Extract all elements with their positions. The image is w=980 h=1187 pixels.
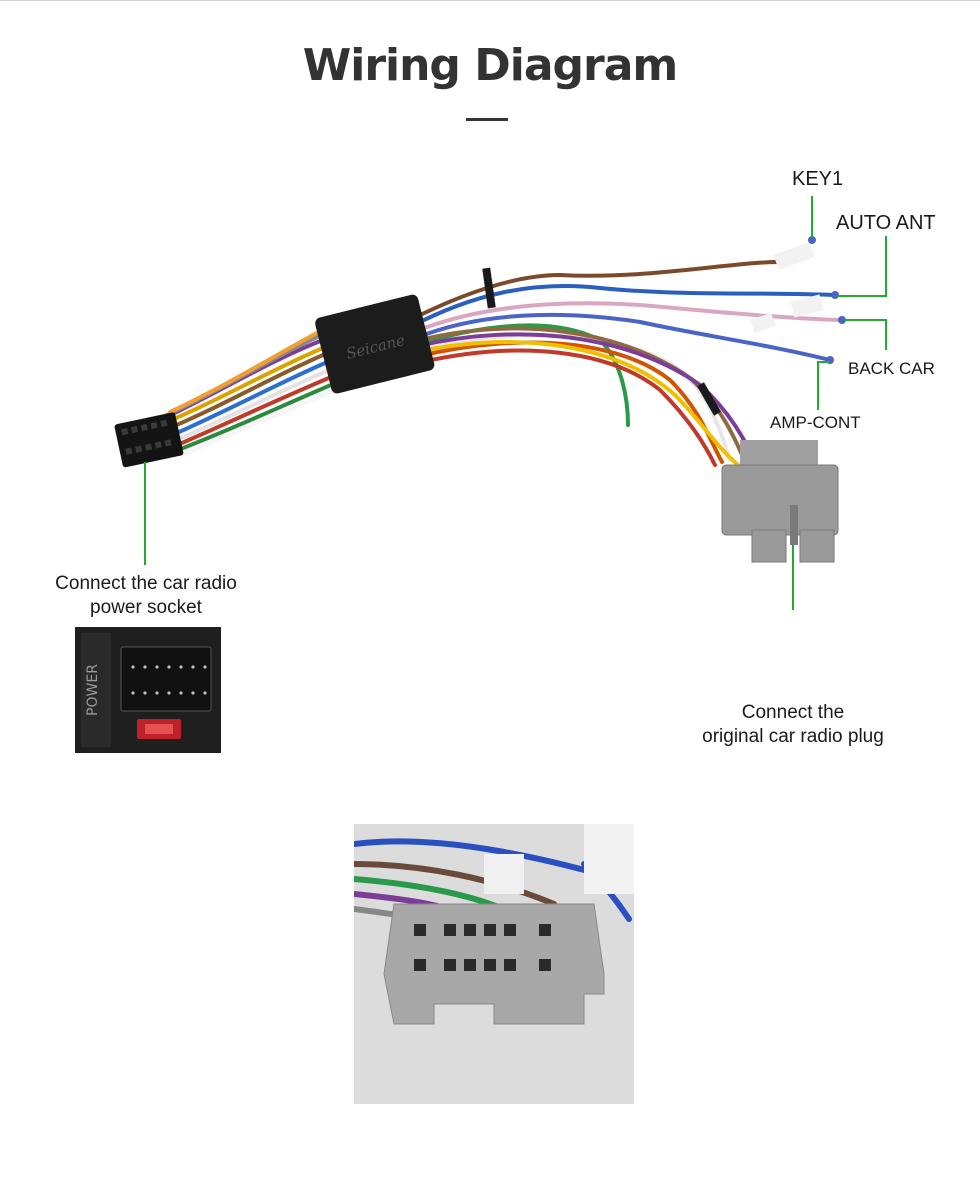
wire-tag: [773, 241, 815, 271]
key1-wire-end: [808, 236, 816, 244]
label-amp-cont: AMP-CONT: [770, 413, 861, 432]
wiring-harness-diagram: Seicane: [114, 196, 887, 610]
label-original-plug: Connect the original car radio plug: [680, 701, 906, 749]
label-back-car: BACK CAR: [848, 359, 935, 378]
orig-plug-line1: Connect the: [741, 702, 845, 723]
left-connector: [114, 412, 184, 468]
cable-tie: [697, 382, 721, 416]
harness-sleeve: Seicane: [315, 294, 435, 394]
leader-lines: [144, 196, 887, 610]
label-power-socket: Connect the car radio power socket: [40, 572, 252, 620]
page-title: Wiring Diagram: [302, 40, 679, 91]
cable-tie: [482, 267, 496, 309]
left-wire-bundle: [158, 324, 342, 457]
wire-tag: [750, 312, 776, 334]
orig-plug-line2: original car radio plug: [702, 726, 884, 747]
power-imprint-text: POWER: [85, 664, 101, 716]
auto-ant-wire-end: [831, 291, 839, 299]
title-underline: [466, 118, 508, 121]
power-socket-photo: POWER: [75, 627, 221, 753]
power-socket-line2: power socket: [90, 597, 202, 618]
label-key1: KEY1: [792, 168, 844, 190]
label-auto-ant: AUTO ANT: [836, 212, 936, 234]
right-wire-bundle: [408, 259, 842, 467]
power-socket-line1: Connect the car radio: [55, 573, 237, 594]
wire-tag: [790, 294, 824, 318]
top-divider: [0, 0, 980, 1]
connector-closeup-photo: [354, 824, 634, 1104]
gray-oem-plug: [721, 440, 839, 563]
back-car-wire-end: [838, 316, 846, 324]
